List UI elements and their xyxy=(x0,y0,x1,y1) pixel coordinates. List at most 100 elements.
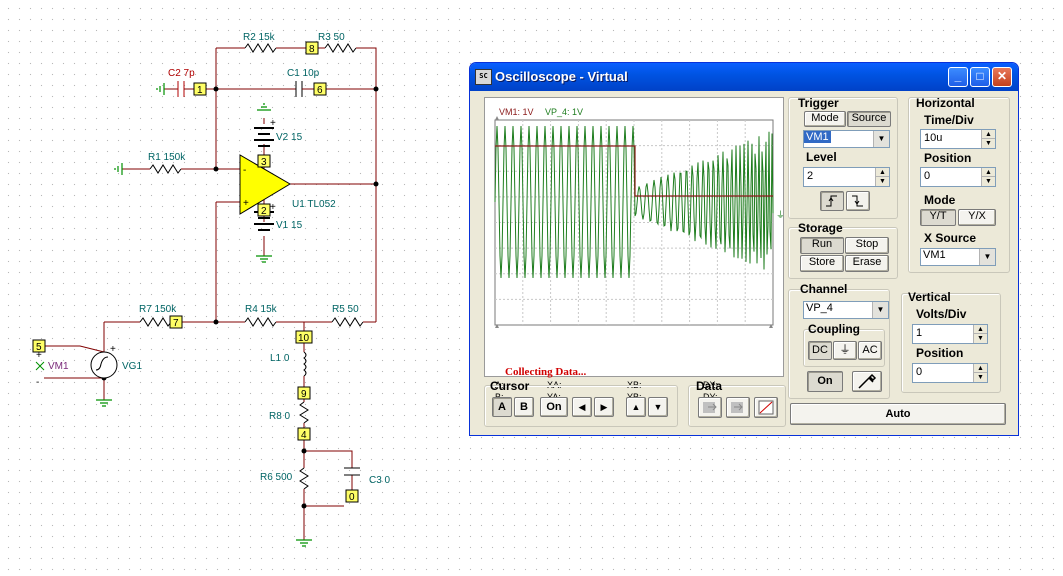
u1-opamp[interactable] xyxy=(239,154,291,215)
yx-button[interactable]: Y/X xyxy=(958,209,996,226)
vertical-title: Vertical xyxy=(908,290,951,304)
cursor-b-marker[interactable] xyxy=(769,324,773,328)
vg1-label: VG1 xyxy=(122,361,142,372)
v2-battery-icon[interactable] xyxy=(254,127,274,147)
rising-edge-button[interactable] xyxy=(820,191,844,211)
spin-up-icon[interactable]: ▲ xyxy=(981,168,995,177)
trigger-source-select[interactable]: VM1 ▼ xyxy=(803,130,890,148)
r6-label: R6 500 xyxy=(260,472,293,483)
channel-select[interactable]: VP_4 ▼ xyxy=(803,301,889,319)
spin-down-icon[interactable]: ▼ xyxy=(973,334,987,343)
scope-display[interactable]: VM1: 1V VP_4: 1V ⏚ Collecting Data... A:… xyxy=(484,97,785,402)
vm1-probe-icon[interactable] xyxy=(35,361,45,371)
title-bar[interactable]: SC Oscilloscope - Virtual _ □ ✕ xyxy=(470,63,1018,91)
status-text: Collecting Data... xyxy=(505,366,587,378)
trigger-mode-button[interactable]: Mode xyxy=(804,111,846,127)
cursor-a-button[interactable]: A xyxy=(492,397,512,417)
import-button[interactable] xyxy=(726,397,750,418)
auto-button[interactable]: Auto xyxy=(790,403,1006,425)
h-position-spinner[interactable]: 0 ▲ ▼ xyxy=(920,167,996,187)
c1-capacitor[interactable] xyxy=(295,81,303,97)
v-position-spinner[interactable]: 0 ▲ ▼ xyxy=(912,363,988,383)
v-position-value: 0 xyxy=(916,366,923,378)
timediv-spinner[interactable]: 10u ▲ ▼ xyxy=(920,129,996,149)
svg-text:⏚: ⏚ xyxy=(776,210,783,220)
r7-resistor[interactable] xyxy=(139,317,172,327)
voltsdiv-spinner[interactable]: 1 ▲ ▼ xyxy=(912,324,988,344)
chevron-down-icon[interactable]: ▼ xyxy=(873,131,889,147)
stop-button[interactable]: Stop xyxy=(845,237,889,254)
plus-sign: + xyxy=(36,350,42,361)
store-button[interactable]: Store xyxy=(800,255,844,272)
trigger-group xyxy=(788,97,898,219)
spin-down-icon[interactable]: ▼ xyxy=(973,373,987,382)
cursor-down-button[interactable]: ▼ xyxy=(648,397,668,417)
r8-resistor[interactable] xyxy=(299,401,309,424)
node-label: 3 xyxy=(261,157,267,168)
dc-coupling-button[interactable]: DC xyxy=(808,341,832,360)
plus-sign: + xyxy=(243,198,249,209)
trigger-level-spinner[interactable]: 2 ▲ ▼ xyxy=(803,167,890,187)
ch2-scale-label: VP_4: 1V xyxy=(545,107,583,117)
spin-down-icon[interactable]: ▼ xyxy=(875,177,889,186)
cursor-b-button[interactable]: B xyxy=(514,397,534,417)
schematic-canvas[interactable]: 1 8 6 3 2 5 7 10 9 4 0 R2 15k R3 50 C2 7… xyxy=(0,0,465,576)
vg1-source-icon[interactable] xyxy=(90,351,118,379)
cursor-a-marker[interactable] xyxy=(495,324,499,328)
minus-sign: - xyxy=(36,377,39,388)
falling-edge-button[interactable] xyxy=(846,191,870,211)
c2-capacitor[interactable] xyxy=(177,81,185,97)
r1-resistor[interactable] xyxy=(149,164,182,174)
chevron-down-icon[interactable]: ▼ xyxy=(979,249,995,265)
spin-down-icon[interactable]: ▼ xyxy=(981,177,995,186)
r4-resistor[interactable] xyxy=(244,317,277,327)
gnd-coupling-button[interactable]: ⏚ xyxy=(833,341,857,360)
v1-label: V1 15 xyxy=(276,220,303,231)
cursor-up-button[interactable]: ▲ xyxy=(626,397,646,417)
spin-up-icon[interactable]: ▲ xyxy=(973,364,987,373)
run-button[interactable]: Run xyxy=(800,237,844,254)
c3-label: C3 0 xyxy=(369,475,391,486)
spin-up-icon[interactable]: ▲ xyxy=(875,168,889,177)
r6-resistor[interactable] xyxy=(299,467,309,490)
r5-resistor[interactable] xyxy=(331,317,364,327)
channel-on-button[interactable]: On xyxy=(807,371,843,392)
oscilloscope-window[interactable]: SC Oscilloscope - Virtual _ □ ✕ VM1: 1V … xyxy=(469,62,1019,436)
r2-resistor[interactable] xyxy=(244,43,277,53)
ac-coupling-button[interactable]: AC xyxy=(858,341,882,360)
chevron-down-icon[interactable]: ▼ xyxy=(872,302,888,318)
window-title: Oscilloscope - Virtual xyxy=(495,69,628,84)
erase-button[interactable]: Erase xyxy=(845,255,889,272)
xsource-label: X Source xyxy=(924,231,977,245)
spin-up-icon[interactable]: ▲ xyxy=(973,325,987,334)
spin-up-icon[interactable]: ▲ xyxy=(981,130,995,139)
cursor-group xyxy=(484,385,678,427)
l1-inductor[interactable] xyxy=(303,351,307,377)
minimize-button[interactable]: _ xyxy=(948,67,968,87)
graph-button[interactable] xyxy=(754,397,778,418)
node-label: 1 xyxy=(197,85,203,96)
r1-label: R1 150k xyxy=(148,152,186,163)
voltsdiv-label: Volts/Div xyxy=(916,307,967,321)
cursor-left-button[interactable]: ◀ xyxy=(572,397,592,417)
export-button[interactable] xyxy=(698,397,722,418)
plus-sign: + xyxy=(270,202,276,213)
v2-label: V2 15 xyxy=(276,132,303,143)
cursor-on-button[interactable]: On xyxy=(540,397,568,417)
cursor-right-button[interactable]: ▶ xyxy=(594,397,614,417)
trigger-source-button[interactable]: Source xyxy=(847,111,891,127)
close-button[interactable]: ✕ xyxy=(992,67,1012,87)
c2-label: C2 7p xyxy=(168,68,195,79)
timediv-label: Time/Div xyxy=(924,113,974,127)
channel-group xyxy=(788,289,890,399)
probe-button[interactable] xyxy=(852,371,882,392)
minus-sign: - xyxy=(243,165,246,176)
maximize-button[interactable]: □ xyxy=(970,67,990,87)
r3-resistor[interactable] xyxy=(324,43,357,53)
r7-label: R7 150k xyxy=(139,304,177,315)
yt-button[interactable]: Y/T xyxy=(920,209,956,226)
xsource-select[interactable]: VM1 ▼ xyxy=(920,248,996,266)
horizontal-group xyxy=(908,97,1010,273)
spin-down-icon[interactable]: ▼ xyxy=(981,139,995,148)
c3-capacitor[interactable] xyxy=(344,467,360,476)
